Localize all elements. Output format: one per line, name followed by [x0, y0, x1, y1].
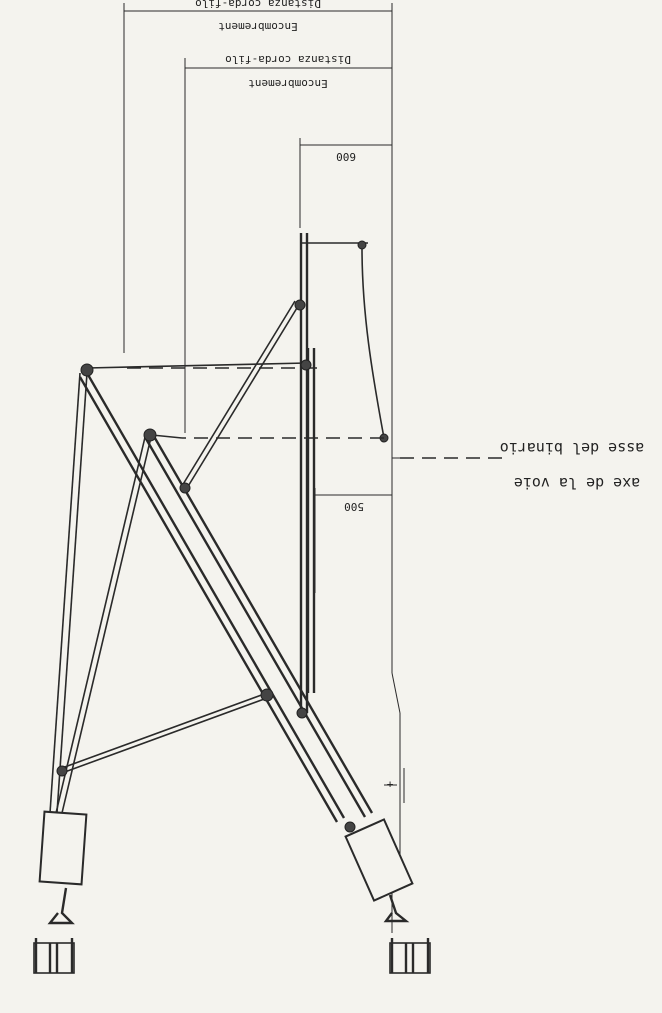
inner-dimension: Distanza corda-filo Encombrement: [184, 53, 392, 433]
ground-mark: +: [384, 768, 405, 803]
dim-500-label: 500: [344, 500, 364, 513]
dim-600-label: 600: [336, 150, 356, 163]
ground-mark-label: +: [386, 778, 393, 791]
dimension-500: 500: [314, 488, 392, 593]
axis-label-fr: axe de la voie: [514, 474, 640, 492]
outer-dim-label-bottom: Encombrement: [218, 20, 297, 33]
insulators: [38, 810, 414, 902]
joints: [49, 299, 356, 833]
axis-label-it: asse del binario: [500, 439, 645, 457]
base-clamps: [33, 887, 431, 974]
registration-lines: [122, 367, 384, 439]
mast-line: [391, 11, 401, 933]
rotated-drawing: Distanza corda-filo Encombrement Distanz…: [33, 0, 645, 974]
outer-dim-label-top: Distanza corda-filo: [195, 0, 321, 10]
inner-dim-label-top: Distanza corda-filo: [225, 53, 351, 66]
main-arms: [49, 300, 374, 823]
axis-labels: axe de la voie asse del binario: [500, 439, 645, 492]
outer-dimension: Distanza corda-filo Encombrement: [123, 0, 393, 633]
inner-dim-label-bottom: Encombrement: [248, 77, 327, 90]
vertical-tubes: [299, 233, 316, 713]
dimension-600: 600: [299, 138, 392, 228]
